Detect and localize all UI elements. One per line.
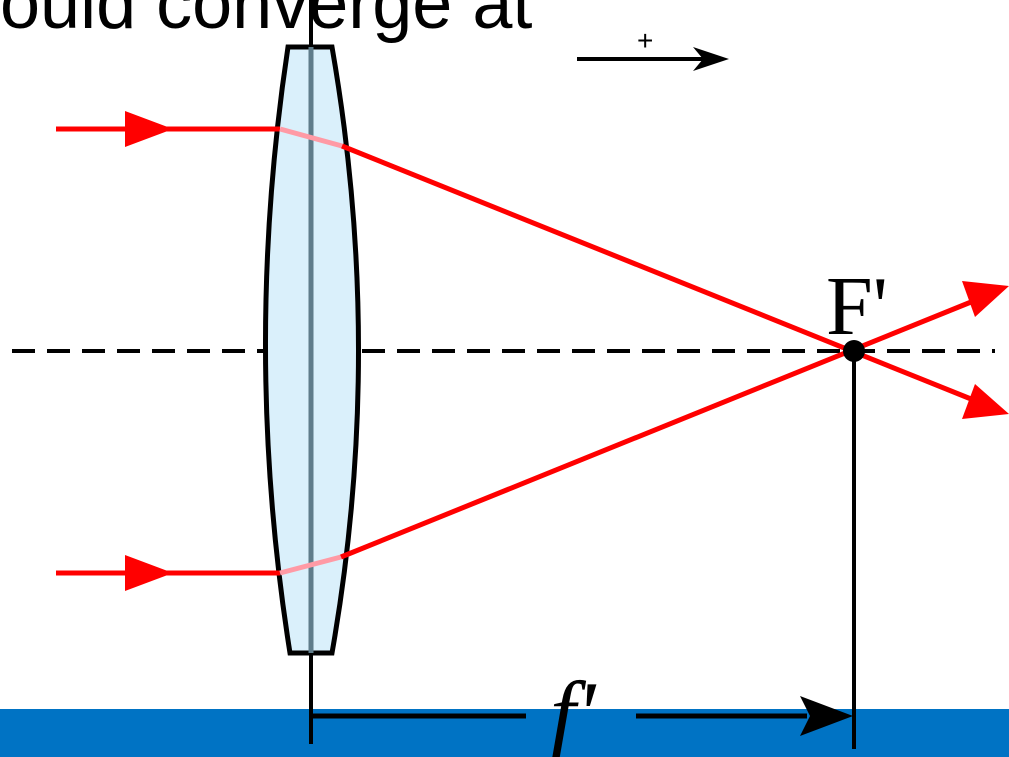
refracted-ray-top-arrowhead	[962, 384, 1009, 419]
refracted-ray-top	[341, 143, 977, 404]
focal-point-label: F'	[826, 260, 888, 353]
incoming-ray-top-arrow	[125, 111, 173, 147]
incoming-ray-bottom-arrow	[125, 555, 173, 591]
focal-length-label: f'	[550, 663, 597, 757]
refracted-ray-top-inside-lens	[279, 126, 343, 149]
focal-point-dot	[843, 340, 865, 362]
top-caption-text: ould converge at	[0, 0, 533, 44]
focal-length-arrowhead	[800, 696, 853, 736]
refracted-ray-bottom-inside-lens	[279, 554, 342, 576]
refracted-ray-bottom	[340, 297, 977, 560]
positive-direction-arrowhead	[693, 47, 729, 71]
positive-sign-label: +	[637, 25, 653, 56]
refracted-ray-bottom-arrowhead	[962, 281, 1009, 317]
